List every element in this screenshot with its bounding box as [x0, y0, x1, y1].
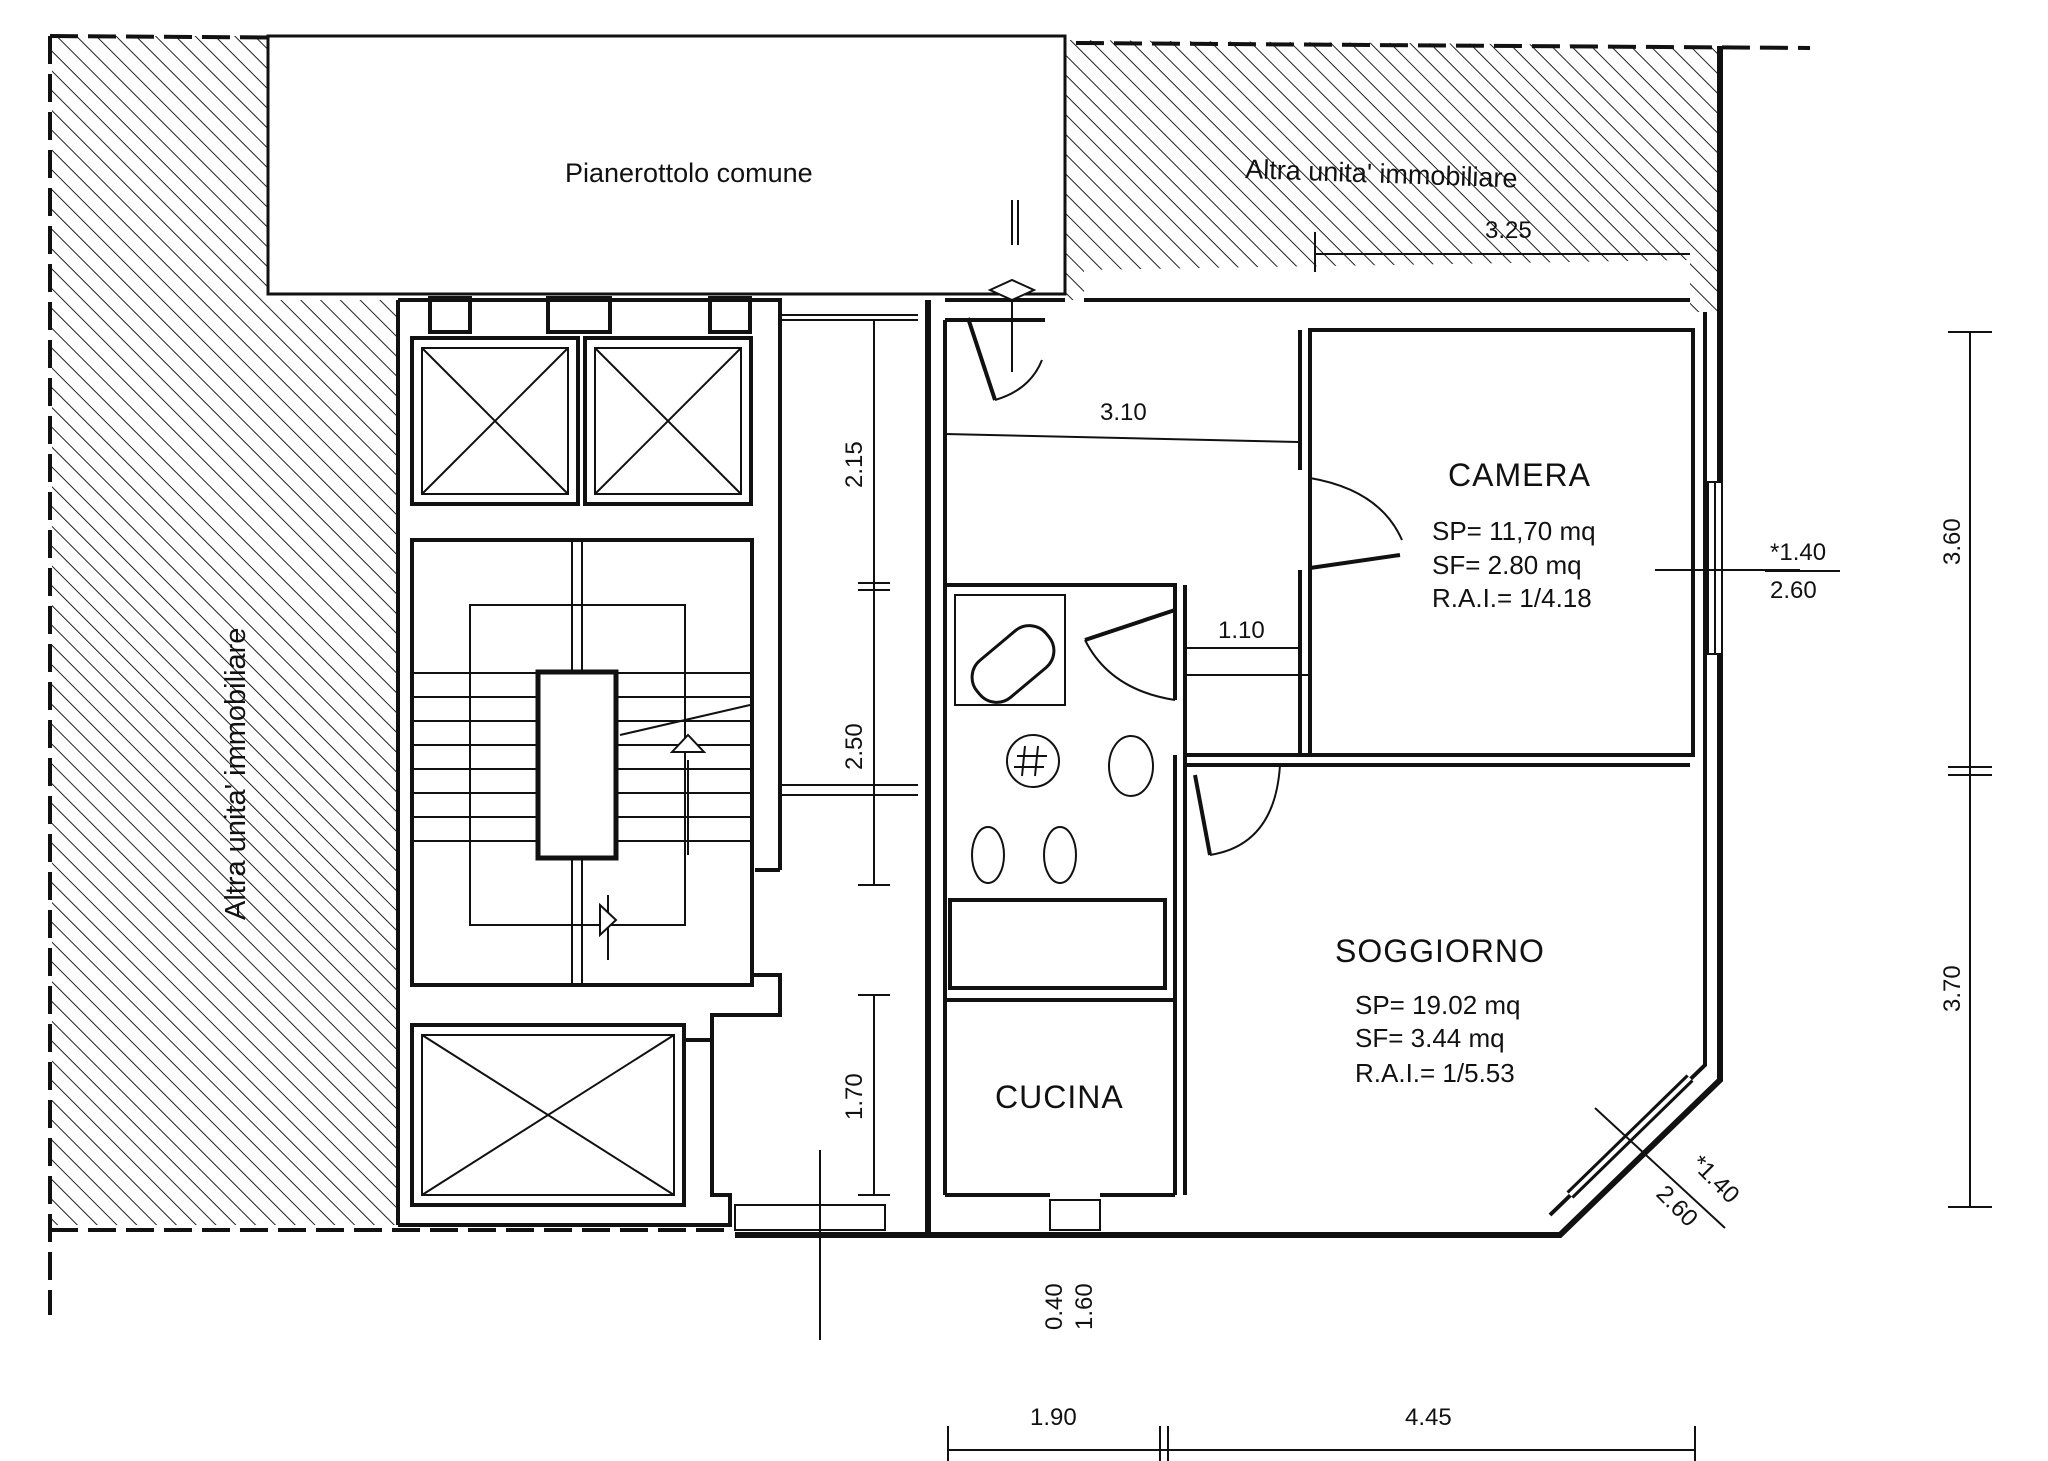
- elevator-3: [410, 1023, 686, 1207]
- dim-kitchen-window-w: 1.60: [1071, 1283, 1098, 1330]
- hatched-other-unit-left: [52, 36, 398, 1225]
- sink: [1108, 735, 1154, 797]
- dim-top-width: 3.25: [1485, 217, 1532, 244]
- soggiorno-sp: SP= 19.02 mq: [1355, 990, 1521, 1020]
- shower-tray: [954, 594, 1066, 706]
- cucina-room-name: CUCINA: [995, 1079, 1124, 1115]
- dim-stair-seg-1: 2.15: [841, 441, 868, 488]
- bathtub: [970, 624, 1056, 704]
- bidet: [971, 826, 1005, 884]
- doors: [966, 200, 1403, 856]
- bathroom-fixtures: [954, 594, 1154, 884]
- dim-kitchen-window-h: 0.40: [1041, 1283, 1068, 1330]
- common-landing: [266, 34, 1067, 296]
- stair-core: [396, 296, 918, 1227]
- soggiorno-room-name: SOGGIORNO: [1335, 933, 1545, 969]
- camera-room-name: CAMERA: [1448, 457, 1591, 493]
- dim-bath-passage: 1.10: [1218, 617, 1265, 644]
- dimension-lines: [819, 232, 1992, 1461]
- dim-stair-seg-3: 1.70: [841, 1073, 868, 1120]
- elevator-2: [583, 336, 753, 506]
- toilet: [1043, 826, 1077, 884]
- dim-camera-window-h: *1.40: [1770, 539, 1826, 566]
- drain-icon: [1006, 734, 1060, 788]
- dim-right-upper: 3.60: [1939, 518, 1966, 565]
- dim-soggiorno-window-w: 2.60: [1651, 1180, 1703, 1232]
- dim-corridor-width: 3.10: [1100, 399, 1147, 426]
- hatched-other-unit-top: [1065, 40, 1720, 312]
- camera-sf: SF= 2.80 mq: [1432, 550, 1582, 580]
- camera-rai: R.A.I.= 1/4.18: [1432, 583, 1592, 613]
- common-landing-label: Pianerottolo comune: [565, 158, 813, 188]
- camera-sp: SP= 11,70 mq: [1432, 516, 1596, 546]
- dim-camera-window-w: 2.60: [1770, 577, 1817, 604]
- other-unit-left-label: Altra unita' immobiliare: [220, 628, 252, 920]
- camera-room: [1308, 328, 1695, 757]
- elevator-1: [410, 336, 580, 506]
- dim-right-lower: 3.70: [1939, 965, 1966, 1012]
- dim-stair-seg-2: 2.50: [841, 723, 868, 770]
- soggiorno-rai: R.A.I.= 1/5.53: [1355, 1058, 1515, 1088]
- soggiorno-sf: SF= 3.44 mq: [1355, 1023, 1505, 1053]
- dim-bottom-left: 1.90: [1030, 1404, 1077, 1431]
- dim-bottom-right: 4.45: [1405, 1404, 1452, 1431]
- windows: [734, 481, 1723, 1231]
